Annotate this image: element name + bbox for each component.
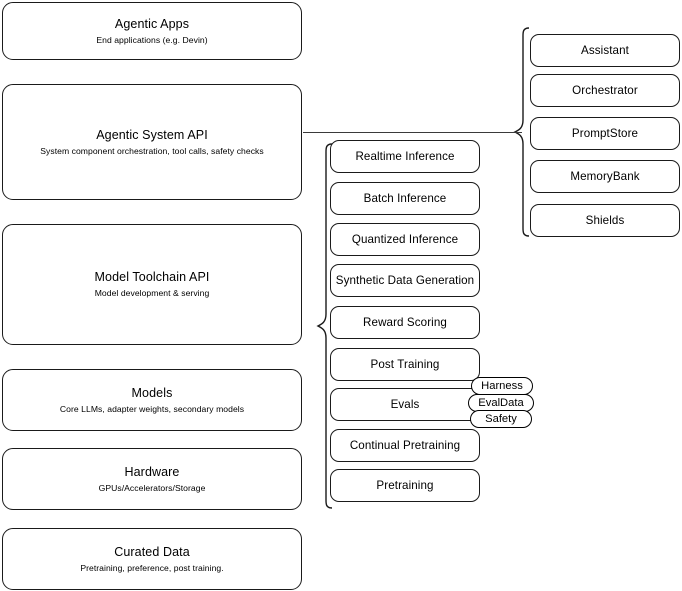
- layer-title: Agentic Apps: [114, 16, 190, 31]
- brace-system-components: [505, 22, 531, 244]
- layer-subtitle: Core LLMs, adapter weights, secondary mo…: [59, 403, 245, 414]
- layer-title: Curated Data: [114, 544, 190, 559]
- layer-title: Hardware: [124, 464, 180, 479]
- layer-box-agentic-system-api[interactable]: Agentic System API System component orch…: [2, 84, 302, 200]
- evals-pill-evaldata[interactable]: EvalData: [468, 394, 534, 412]
- toolchain-box-evals[interactable]: Evals: [330, 388, 480, 421]
- toolchain-label: Continual Pretraining: [349, 438, 461, 452]
- layer-box-agentic-apps[interactable]: Agentic Apps End applications (e.g. Devi…: [2, 2, 302, 60]
- system-box-memorybank[interactable]: MemoryBank: [530, 160, 680, 193]
- toolchain-box-batch-inference[interactable]: Batch Inference: [330, 182, 480, 215]
- toolchain-box-reward-scoring[interactable]: Reward Scoring: [330, 306, 480, 339]
- toolchain-label: Reward Scoring: [363, 315, 447, 329]
- system-label: Orchestrator: [572, 83, 638, 97]
- layer-title: Model Toolchain API: [94, 270, 210, 284]
- system-label: PromptStore: [571, 126, 639, 140]
- toolchain-box-post-training[interactable]: Post Training: [330, 348, 480, 381]
- toolchain-label: Synthetic Data Generation: [335, 273, 475, 287]
- toolchain-label: Realtime Inference: [355, 149, 455, 163]
- toolchain-box-synthetic-data-generation[interactable]: Synthetic Data Generation: [330, 264, 480, 297]
- layer-title: Models: [131, 385, 173, 400]
- toolchain-label: Pretraining: [376, 478, 434, 492]
- toolchain-label: Quantized Inference: [351, 232, 459, 246]
- layer-box-model-toolchain-api[interactable]: Model Toolchain API Model development & …: [2, 224, 302, 345]
- layer-subtitle: System component orchestration, tool cal…: [40, 145, 264, 156]
- toolchain-label: Post Training: [370, 357, 440, 371]
- evals-pill-label: Harness: [481, 379, 523, 392]
- system-label: MemoryBank: [570, 169, 640, 183]
- toolchain-box-quantized-inference[interactable]: Quantized Inference: [330, 223, 480, 256]
- layer-subtitle: Model development & serving: [94, 288, 210, 298]
- layer-subtitle: End applications (e.g. Devin): [96, 34, 208, 45]
- layer-box-hardware[interactable]: Hardware GPUs/Accelerators/Storage: [2, 448, 302, 510]
- system-label: Assistant: [581, 43, 629, 57]
- toolchain-label: Batch Inference: [363, 191, 447, 205]
- system-box-shields[interactable]: Shields: [530, 204, 680, 237]
- evals-pill-label: EvalData: [478, 396, 524, 409]
- toolchain-box-continual-pretraining[interactable]: Continual Pretraining: [330, 429, 480, 462]
- system-label: Shields: [585, 213, 625, 227]
- system-box-orchestrator[interactable]: Orchestrator: [530, 74, 680, 107]
- layer-title: Agentic System API: [96, 127, 208, 142]
- toolchain-box-realtime-inference[interactable]: Realtime Inference: [330, 140, 480, 173]
- system-box-promptstore[interactable]: PromptStore: [530, 117, 680, 150]
- toolchain-label: Evals: [390, 397, 420, 411]
- evals-pill-safety[interactable]: Safety: [470, 410, 532, 428]
- connector-line-system-api: [303, 132, 522, 133]
- layer-subtitle: GPUs/Accelerators/Storage: [98, 482, 206, 493]
- layer-box-models[interactable]: Models Core LLMs, adapter weights, secon…: [2, 369, 302, 431]
- toolchain-box-pretraining[interactable]: Pretraining: [330, 469, 480, 502]
- brace-toolchain-components: [308, 138, 334, 520]
- layer-subtitle: Pretraining, preference, post training.: [80, 562, 224, 573]
- evals-pill-harness[interactable]: Harness: [471, 377, 533, 395]
- evals-pill-label: Safety: [485, 412, 517, 425]
- layer-box-curated-data[interactable]: Curated Data Pretraining, preference, po…: [2, 528, 302, 590]
- system-box-assistant[interactable]: Assistant: [530, 34, 680, 67]
